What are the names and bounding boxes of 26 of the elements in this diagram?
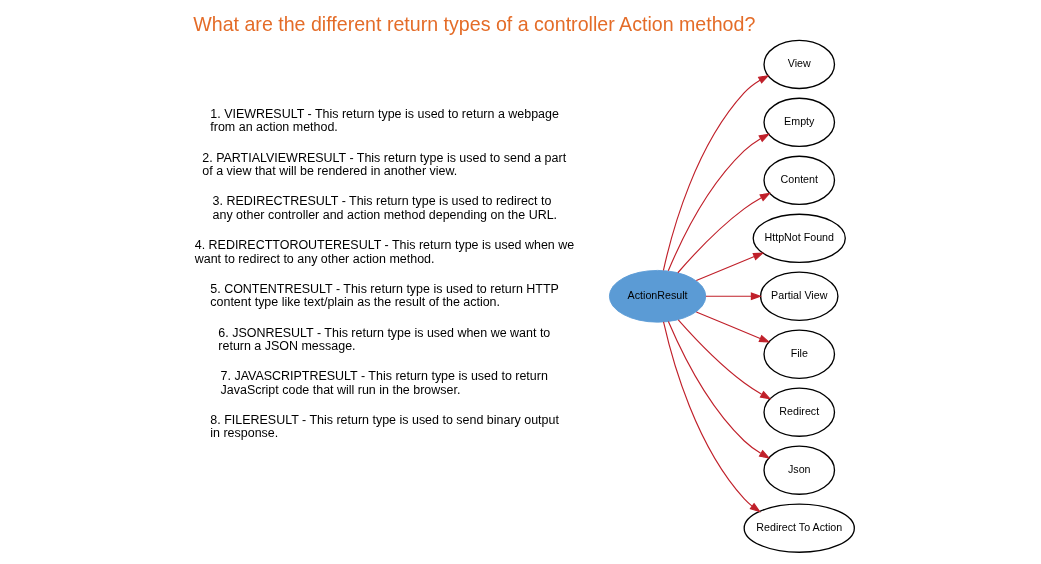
node-ellipse: Partial View (759, 271, 839, 322)
arrow (667, 320, 770, 459)
node-ellipse: ActionResult (608, 269, 706, 323)
label: 1. VIEWRESULT - This return type is used to return a webpage from an action method. (209, 107, 559, 135)
arrow (695, 311, 770, 343)
node-ellipse: Empty (762, 97, 835, 148)
label: 8. FILERESULT - This return type is used to send binary output in response. (209, 412, 559, 441)
node-ellipse: Redirect (762, 387, 835, 437)
arrow (704, 292, 762, 301)
arrow (676, 192, 771, 274)
label: 2. PARTIALVIEWRESULT - This return type is used to send a part of a view that will be rendered in another view. (201, 150, 566, 179)
diagram-title: What are the different return types of a controller Action method? (192, 13, 755, 36)
label: 7. JAVASCRIPTRESULT - This return type is used to return JavaScript code that will run in the browser. (220, 369, 548, 397)
arrow (667, 133, 770, 272)
node-ellipse: View (762, 39, 835, 90)
label: 5. CONTENTRESULT - This return type is used to return HTTP content type like text/plain as the result of the action. (209, 281, 559, 310)
node-ellipse: Content (762, 155, 835, 206)
label: 4. REDIRECTTOROUTERESULT - This return type is used when we want to redirect to any other action method. (194, 238, 574, 266)
arrow (677, 319, 771, 400)
arrow (662, 321, 761, 513)
label: 6. JSONRESULT - This return type is used when we want to return a JSON message. (217, 325, 550, 353)
arrow (662, 74, 769, 271)
node-ellipse: File (762, 329, 835, 379)
label: 3. REDIRECTRESULT - This return type is used to redirect to any other controller and action method depending on the URL. (212, 194, 557, 222)
arrow (695, 252, 764, 282)
node-ellipse: Json (762, 445, 835, 495)
